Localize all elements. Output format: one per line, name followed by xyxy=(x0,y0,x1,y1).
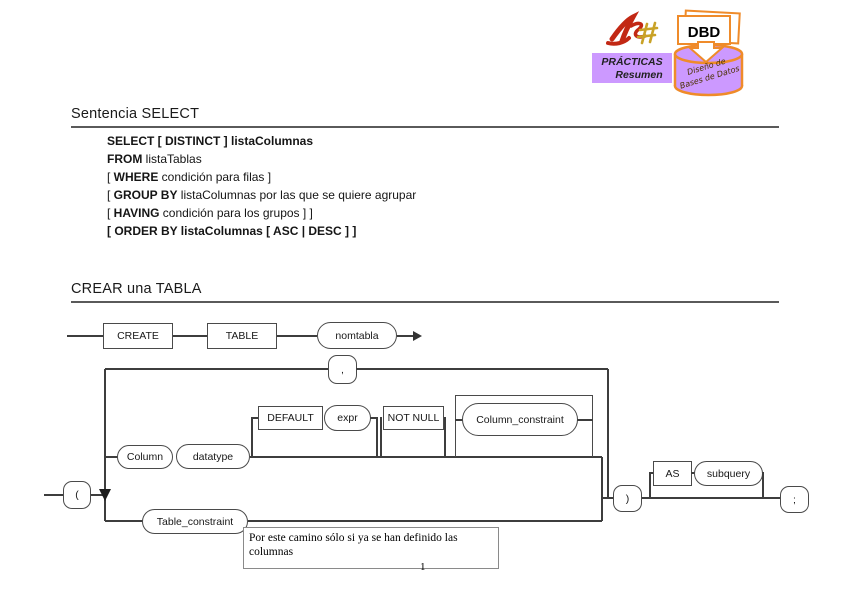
node-subquery: subquery xyxy=(694,461,763,486)
rail-line xyxy=(380,417,382,457)
rail-line xyxy=(250,456,602,458)
sql-keyword: WHERE xyxy=(113,170,159,184)
rail-line xyxy=(642,497,781,499)
node-lparen: ( xyxy=(63,481,91,509)
rail-line xyxy=(105,520,143,522)
sql-text: [ xyxy=(107,188,114,202)
sql-keyword: GROUP BY xyxy=(113,188,178,202)
node-as: AS xyxy=(653,461,692,486)
rail-line xyxy=(607,369,609,498)
sql-text: listaTablas xyxy=(142,152,202,166)
rail-line xyxy=(649,472,651,498)
rail-line xyxy=(67,335,103,337)
node-default: DEFAULT xyxy=(258,406,323,430)
node-not-null: NOT NULL xyxy=(383,406,444,430)
sql-text: [ ORDER BY listaColumnas [ ASC | DESC ] … xyxy=(107,224,357,238)
rail-line xyxy=(370,417,377,419)
practicas-line2: Resumen xyxy=(615,69,663,81)
node-column: Column xyxy=(117,445,173,469)
practicas-badge: PRÁCTICAS Resumen xyxy=(592,53,672,83)
section-rule xyxy=(71,126,779,128)
sql-line-4: [ GROUP BY listaColumnas por las que se … xyxy=(107,186,416,204)
rail-line xyxy=(248,520,602,522)
rail-line xyxy=(44,494,63,496)
node-rparen: ) xyxy=(613,485,642,512)
rail-line xyxy=(601,457,603,521)
logo-graphic: DBD Diseño de Bases de Datos xyxy=(606,9,744,97)
rail-line xyxy=(251,417,253,457)
node-semicolon: ; xyxy=(780,486,809,513)
section-rule xyxy=(71,301,779,303)
rail-line xyxy=(356,368,608,370)
sql-keyword: HAVING xyxy=(113,206,160,220)
rail-line xyxy=(105,456,118,458)
down-arrow-icon xyxy=(99,489,111,501)
node-table-constraint: Table_constraint xyxy=(142,509,248,534)
sql-text: condición para los grupos ] ] xyxy=(159,206,313,220)
dbd-label: DBD xyxy=(688,24,721,41)
rail-line xyxy=(91,494,105,496)
rail-line xyxy=(577,419,593,421)
rail-line xyxy=(762,472,764,498)
rail-line xyxy=(105,368,329,370)
callout-line1: Por este camino sólo si ya se han defini… xyxy=(249,532,458,544)
node-expr: expr xyxy=(324,405,371,431)
sql-keyword: FROM xyxy=(107,152,143,166)
rail-line xyxy=(397,335,414,337)
sql-text: condición para filas ] xyxy=(158,170,272,184)
rail-line xyxy=(277,335,317,337)
course-logo: DBD Diseño de Bases de Datos xyxy=(586,8,756,100)
constraint-loop-frame xyxy=(455,395,593,457)
node-column-constraint: Column_constraint xyxy=(462,403,578,436)
sql-text: SELECT [ DISTINCT ] listaColumnas xyxy=(107,134,314,148)
rail-line xyxy=(173,335,207,337)
rail-line xyxy=(104,369,106,521)
rail-line xyxy=(455,419,464,421)
rail-line xyxy=(649,472,654,474)
sql-line-2: FROM listaTablas xyxy=(107,150,416,168)
node-comma: , xyxy=(328,355,357,384)
dbd-papers-icon: DBD xyxy=(677,9,741,45)
sql-line-6: [ ORDER BY listaColumnas [ ASC | DESC ] … xyxy=(107,222,416,240)
node-create: CREATE xyxy=(103,323,173,349)
rail-line xyxy=(444,417,446,457)
sql-line-3: [ WHERE condición para filas ] xyxy=(107,168,416,186)
select-section-title: Sentencia SELECT xyxy=(71,106,200,122)
practicas-line1: PRÁCTICAS xyxy=(601,56,663,68)
sql-line-5: [ HAVING condición para los grupos ] ] xyxy=(107,204,416,222)
sql-text: [ xyxy=(107,206,114,220)
down-arrow-icon xyxy=(687,41,725,64)
database-cylinder-icon: Diseño de Bases de Datos xyxy=(673,41,744,97)
callout-line2: columnas xyxy=(249,546,294,558)
node-nomtabla: nomtabla xyxy=(317,322,397,349)
gold-hash-icon xyxy=(636,21,659,45)
page-number: 1 xyxy=(420,561,426,573)
create-section-title: CREAR una TABLA xyxy=(71,281,202,297)
rail-line xyxy=(376,417,378,457)
sql-text: listaColumnas por las que se quiere agru… xyxy=(177,188,417,202)
rail-line xyxy=(601,497,614,499)
rail-line xyxy=(252,417,259,419)
rail-line xyxy=(691,472,695,474)
sql-line-1: SELECT [ DISTINCT ] listaColumnas xyxy=(107,132,416,150)
select-syntax-block: SELECT [ DISTINCT ] listaColumnas FROM l… xyxy=(107,132,416,240)
node-datatype: datatype xyxy=(176,444,250,469)
node-table: TABLE xyxy=(207,323,277,349)
callout-note: Por este camino sólo si ya se han defini… xyxy=(243,527,499,569)
right-arrow-icon xyxy=(413,331,422,341)
sql-text: [ xyxy=(107,170,114,184)
